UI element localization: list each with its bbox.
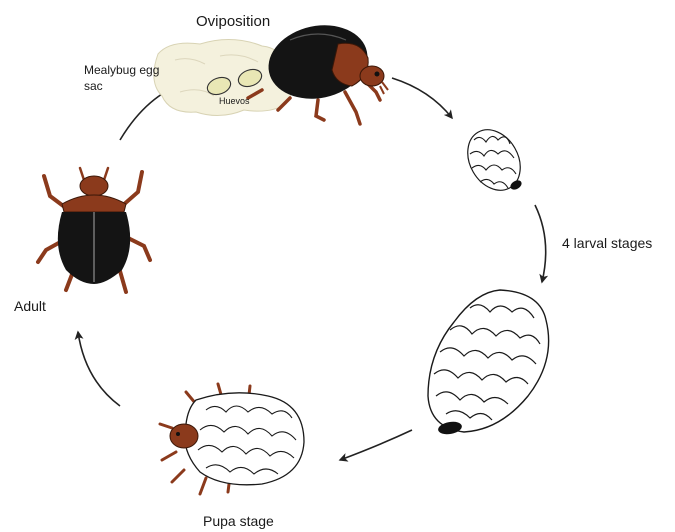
- label-mealybug-egg-sac: Mealybug egg sac: [84, 62, 164, 94]
- arrow-larva-to-pupa: [340, 430, 412, 460]
- label-oviposition: Oviposition: [196, 13, 270, 30]
- arrow-larva-to-larva: [535, 205, 546, 282]
- larva-large: [428, 290, 549, 436]
- label-larval-stages: 4 larval stages: [562, 235, 652, 251]
- label-pupa-stage: Pupa stage: [203, 513, 274, 529]
- arrow-pupa-to-adult: [78, 332, 120, 406]
- label-adult: Adult: [14, 298, 46, 314]
- pupa: [160, 384, 304, 494]
- larva-small: [457, 120, 531, 199]
- beetle-adult: [38, 168, 150, 292]
- arrow-oviposition-to-larva: [392, 78, 452, 118]
- label-eggs: Huevos: [219, 96, 250, 106]
